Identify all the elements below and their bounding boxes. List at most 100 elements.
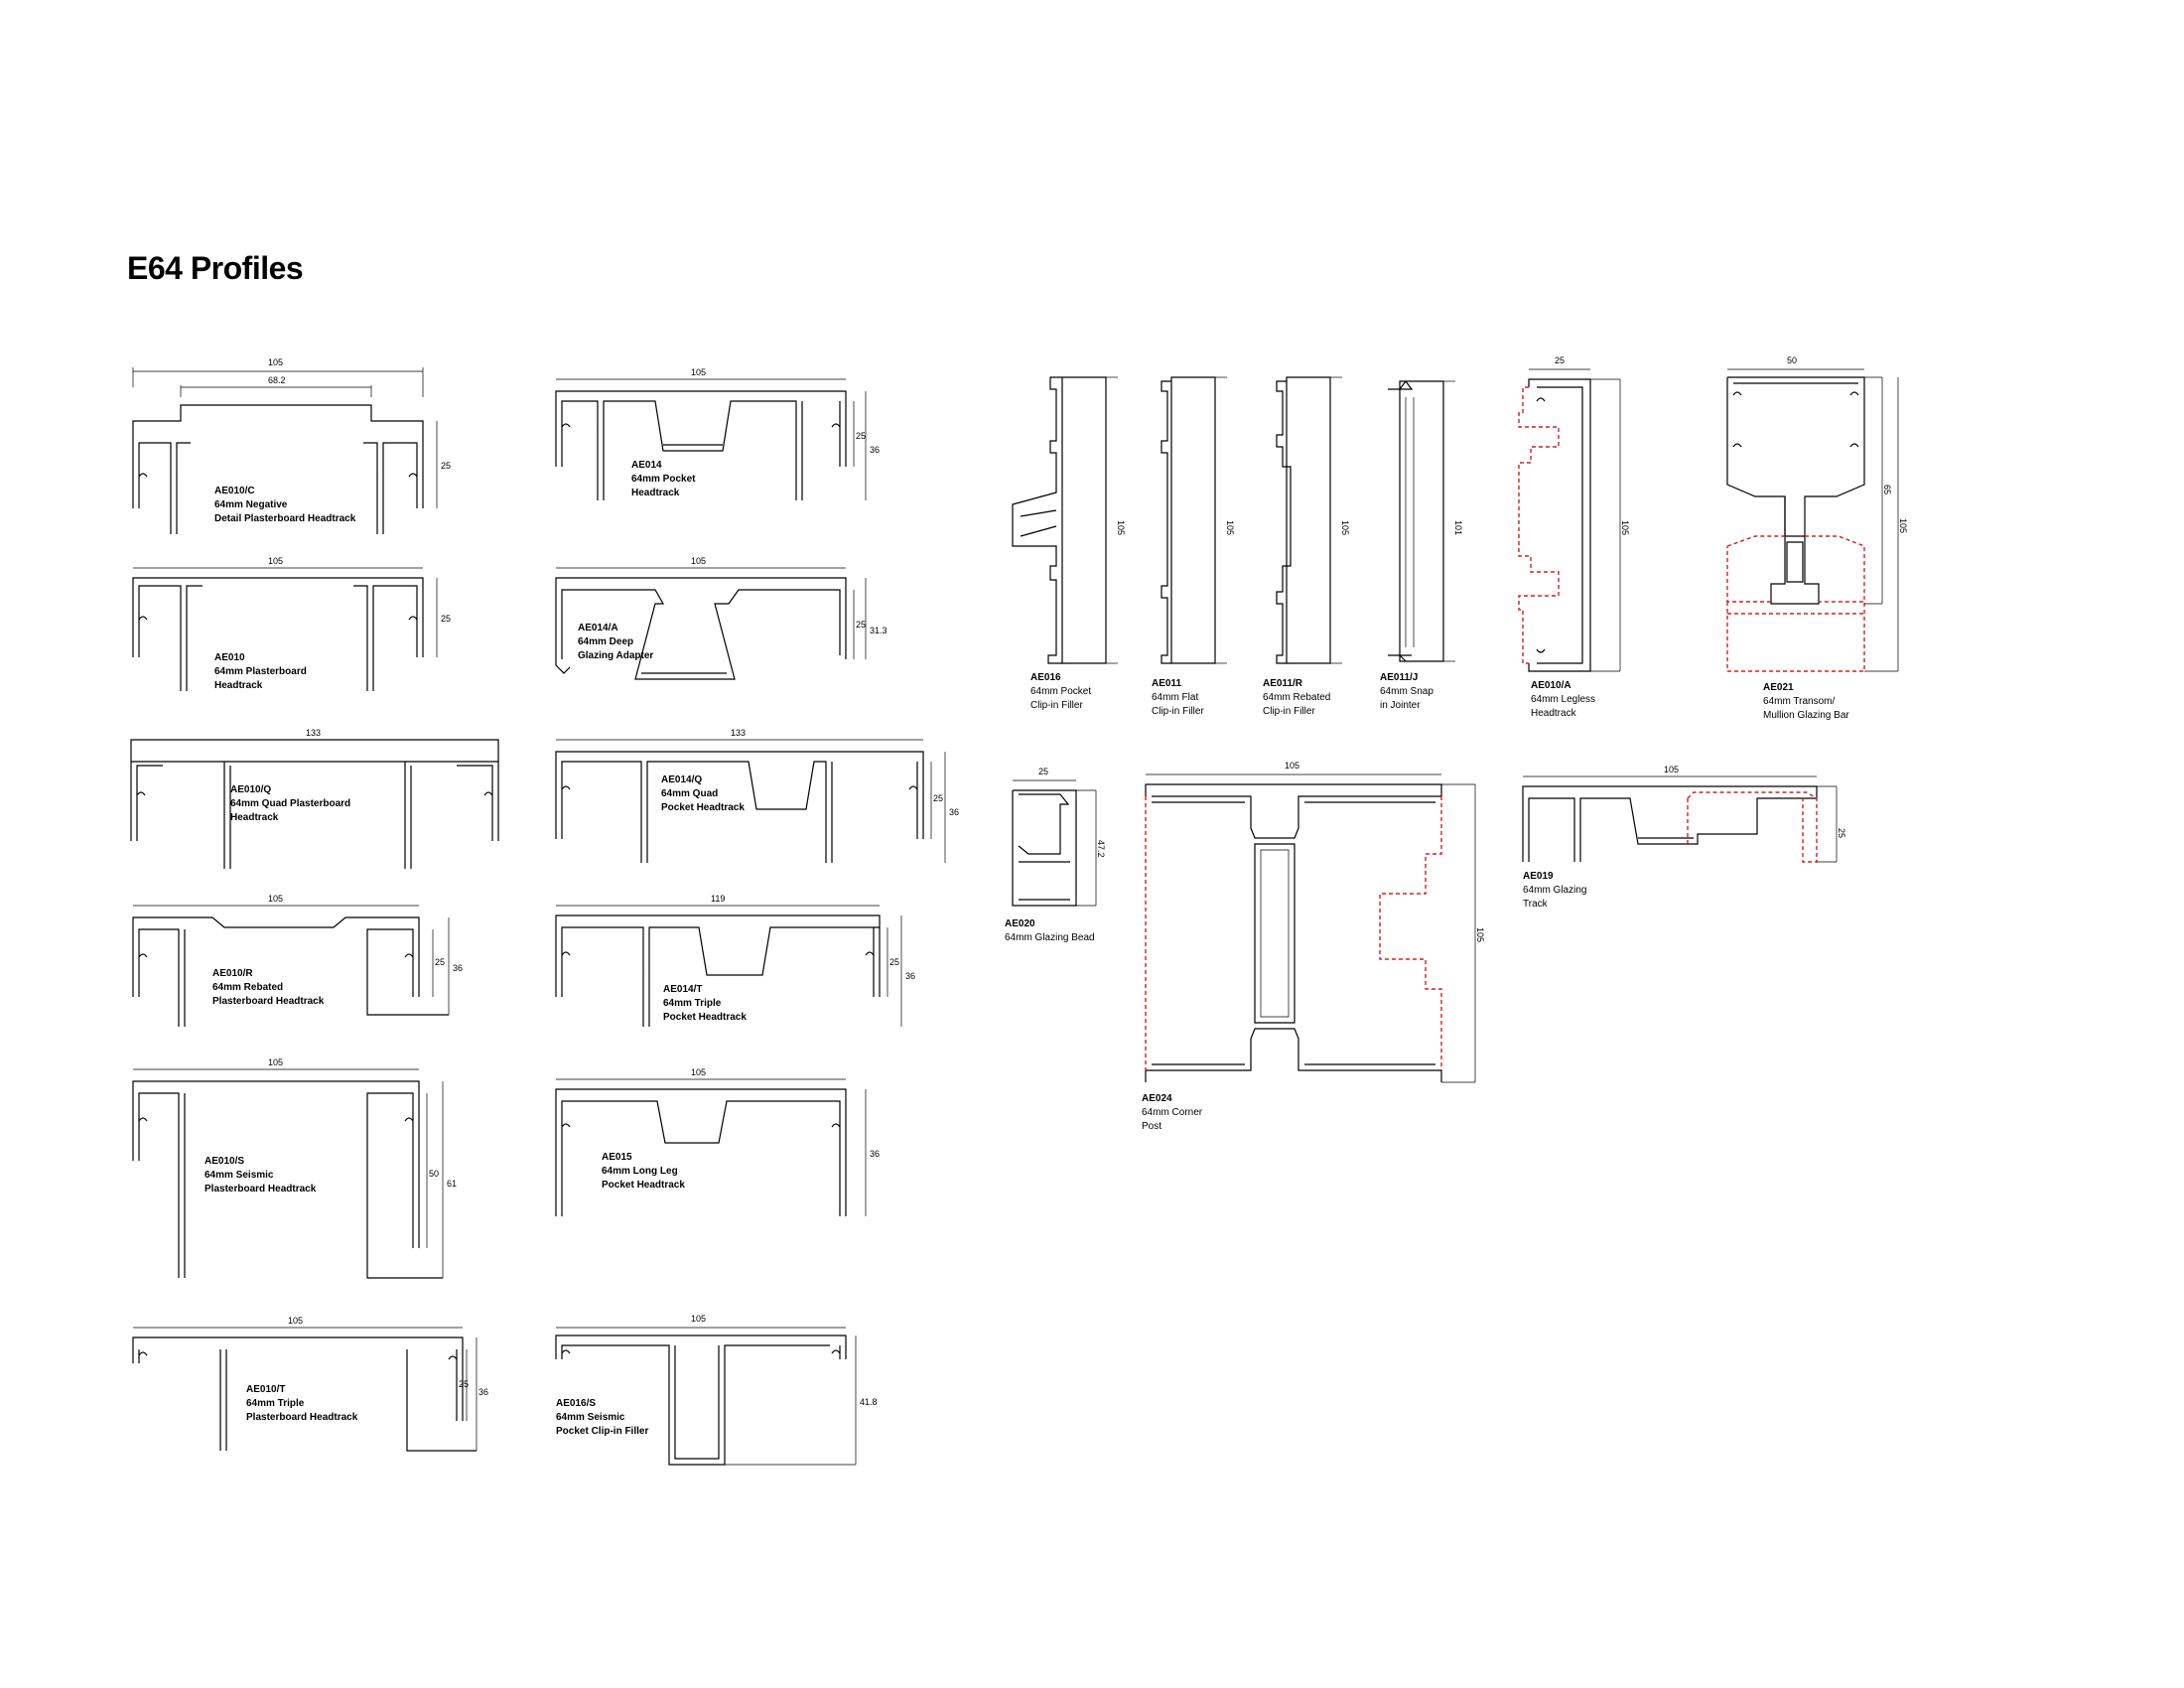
dim-ae010a-0: 25 (1555, 355, 1565, 365)
profile-ae019-drawing: 105 25 (1519, 765, 1846, 874)
dim-ae010c-1: 68.2 (268, 375, 286, 385)
profile-ae010r-drawing: 105 25 36 (129, 894, 463, 1033)
profile-ae016-label: AE016 64mm Pocket Clip-in Filler (1030, 671, 1091, 713)
dim-ae011j-0: 101 (1453, 520, 1463, 535)
profile-ae024-label: AE024 64mm Corner Post (1142, 1092, 1202, 1134)
profile-ae019: 105 25 AE019 64mm Glazing Track (1519, 765, 1856, 923)
profile-ae016-drawing: 105 (1003, 367, 1126, 665)
profile-ae011r-label: AE011/R 64mm Rebated Clip-in Filler (1263, 677, 1330, 719)
profile-ae014-label: AE014 64mm Pocket Headtrack (631, 459, 695, 500)
profile-desc: 64mm Deep (578, 636, 634, 647)
profile-code: AE010 (214, 652, 245, 663)
profile-desc: 64mm Glazing (1523, 885, 1587, 896)
profile-ae010s-label: AE010/S 64mm Seismic Plasterboard Headtr… (205, 1155, 316, 1196)
dim-ae021-0: 50 (1787, 355, 1797, 365)
profile-desc: 64mm Negative (214, 499, 288, 510)
profile-desc: 64mm Flat (1152, 692, 1199, 703)
profile-desc: Track (1523, 899, 1548, 910)
dim-ae014a-2: 31.3 (870, 626, 887, 635)
profile-desc: 64mm Rebated (212, 982, 284, 993)
profile-desc: 64mm Quad Plasterboard (230, 798, 351, 809)
profile-ae011-label: AE011 64mm Flat Clip-in Filler (1152, 677, 1204, 719)
profile-ae010q-drawing: 133 (129, 728, 506, 874)
profile-desc: Headtrack (214, 680, 263, 691)
profile-ae011r-drawing: 105 (1251, 367, 1350, 665)
profile-desc: Headtrack (230, 812, 279, 823)
dim-ae019-0: 105 (1664, 765, 1679, 774)
dim-ae015-1: 36 (870, 1149, 880, 1159)
profile-ae011j-label: AE011/J 64mm Snap in Jointer (1380, 671, 1433, 713)
profile-ae014t-drawing: 119 25 36 (552, 894, 915, 1038)
dim-ae010c-2: 25 (441, 461, 451, 471)
profile-code: AE021 (1763, 682, 1794, 693)
profile-code: AE010/R (212, 968, 253, 979)
dim-ae015-0: 105 (691, 1067, 706, 1077)
profile-desc: 64mm Pocket (631, 474, 696, 485)
profile-code: AE015 (602, 1152, 632, 1163)
profile-ae014a-drawing: 105 25 31.3 (552, 556, 887, 685)
profile-ae010s-drawing: 105 50 61 (129, 1057, 457, 1286)
profile-desc: Clip-in Filler (1263, 706, 1315, 717)
profile-ae014q-drawing: 133 25 36 (552, 728, 959, 874)
profile-desc: 64mm Rebated (1263, 692, 1331, 703)
profile-ae014: 105 25 36 AE014 64mm Pocket Headtrack (552, 367, 889, 516)
profile-code: AE011/J (1380, 672, 1419, 683)
profile-code: AE014/A (578, 623, 618, 633)
profile-ae011j-drawing: 101 (1370, 367, 1463, 665)
profile-ae010s: 105 50 61 AE010/S 64mm Seismic Plasterbo… (129, 1057, 467, 1286)
dim-ae021-1: 65 (1882, 485, 1892, 494)
profile-ae024: 105 105 AE024 64mm Corner Post (1132, 755, 1509, 1152)
profile-ae014t-label: AE014/T 64mm Triple Pocket Headtrack (663, 983, 747, 1025)
profile-ae010c: 105 68.2 25 AE010/C 64mm Negative Detail… (129, 357, 457, 546)
profile-ae010: 105 25 AE010 64mm Plasterboard Headtrack (129, 556, 457, 695)
profile-ae019-label: AE019 64mm Glazing Track (1523, 870, 1586, 912)
profile-ae010t-drawing: 105 25 36 (129, 1316, 488, 1465)
profile-desc: 64mm Pocket (1030, 686, 1092, 697)
dim-ae011-0: 105 (1225, 520, 1235, 535)
profile-code: AE010/C (214, 486, 255, 496)
dim-ae014-2: 36 (870, 445, 880, 455)
dim-ae019-1: 25 (1837, 828, 1846, 838)
profile-desc: in Jointer (1380, 700, 1421, 711)
profile-desc: Clip-in Filler (1030, 700, 1083, 711)
dim-ae010c-0: 105 (268, 357, 283, 367)
profile-ae010t-label: AE010/T 64mm Triple Plasterboard Headtra… (246, 1383, 357, 1425)
dim-ae014a-1: 25 (856, 620, 866, 630)
dim-ae014t-1: 25 (889, 957, 899, 967)
profile-ae014q-label: AE014/Q 64mm Quad Pocket Headtrack (661, 774, 745, 815)
profile-ae015: 105 36 AE015 64mm Long Leg Pocket Headtr… (552, 1067, 889, 1226)
profile-desc: Plasterboard Headtrack (212, 996, 325, 1007)
profile-ae010-label: AE010 64mm Plasterboard Headtrack (214, 651, 307, 693)
dim-ae010r-1: 25 (435, 957, 445, 967)
profile-ae024-drawing: 105 105 (1132, 761, 1485, 1092)
profile-ae014a: 105 25 31.3 AE014/A 64mm Deep Glazing Ad… (552, 556, 889, 685)
dim-ae020-1: 47.2 (1096, 840, 1106, 858)
dim-ae010-0: 105 (268, 556, 283, 566)
profile-ae020-drawing: 25 47.2 (1003, 767, 1106, 914)
profile-ae020-label: AE020 64mm Glazing Bead (1005, 917, 1095, 945)
profile-desc: Post (1142, 1121, 1162, 1132)
profile-ae016: 105 AE016 64mm Pocket Clip-in Filler (1003, 367, 1132, 725)
profile-ae021-drawing: 50 65 105 (1707, 355, 1908, 675)
profile-ae010r-label: AE010/R 64mm Rebated Plasterboard Headtr… (212, 967, 324, 1009)
profile-ae021: 50 65 105 AE021 64mm Transom/ Mullion Gl… (1707, 348, 1926, 725)
profile-code: AE014/Q (661, 774, 703, 785)
profile-ae010a: 25 105 AE010/A 64mm Legless Headtrack (1509, 348, 1658, 725)
dim-ae016s-1: 41.8 (860, 1397, 878, 1407)
dim-ae014-1: 25 (856, 431, 866, 441)
profile-code: AE016 (1030, 672, 1061, 683)
profile-code: AE011 (1152, 678, 1182, 689)
dim-ae014t-0: 119 (711, 894, 725, 904)
profile-desc: Headtrack (631, 488, 680, 498)
profile-desc: 64mm Glazing Bead (1005, 932, 1095, 943)
dim-ae020-0: 25 (1038, 767, 1048, 776)
profile-desc: Pocket Headtrack (602, 1180, 685, 1191)
profile-ae021-label: AE021 64mm Transom/ Mullion Glazing Bar (1763, 681, 1849, 723)
dim-ae010t-2: 36 (478, 1387, 488, 1397)
profile-ae010c-label: AE010/C 64mm Negative Detail Plasterboar… (214, 485, 355, 526)
dim-ae010r-0: 105 (268, 894, 283, 904)
profile-desc: Clip-in Filler (1152, 706, 1204, 717)
profile-desc: Pocket Headtrack (661, 802, 745, 813)
profile-ae010c-drawing: 105 68.2 25 (129, 357, 451, 546)
profile-code: AE011/R (1263, 678, 1303, 689)
